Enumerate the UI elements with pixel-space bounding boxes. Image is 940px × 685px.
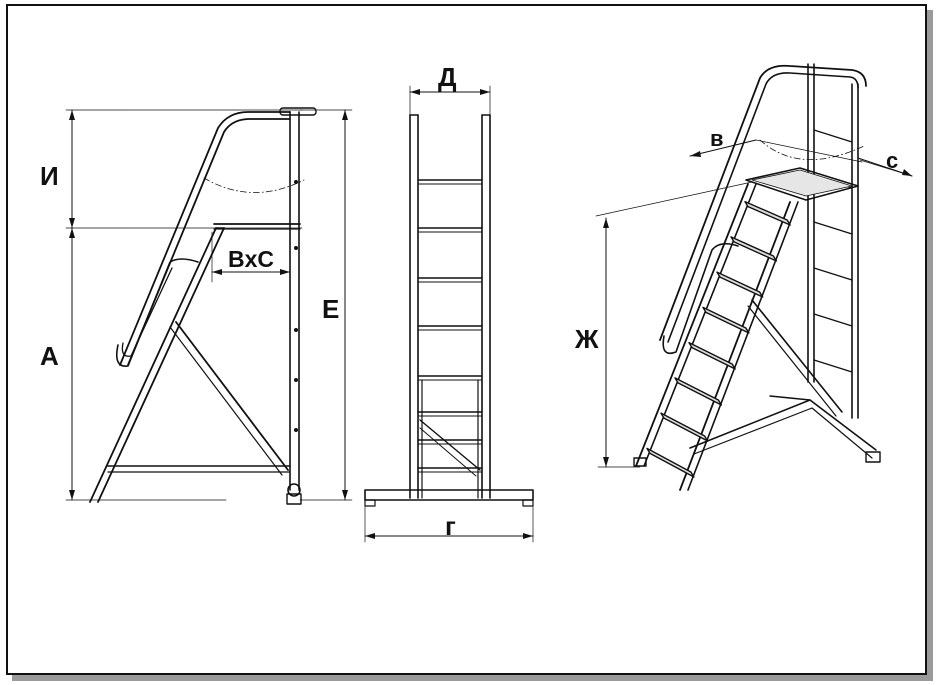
dimension-label-i: И bbox=[40, 161, 59, 191]
dimension-g bbox=[364, 504, 534, 543]
iso-steps bbox=[646, 200, 791, 478]
dimension-label-bxc: BxC bbox=[228, 246, 275, 272]
iso-step bbox=[744, 200, 791, 226]
front-view bbox=[364, 85, 534, 543]
dimension-label-g: г bbox=[445, 511, 456, 541]
drawing-frame bbox=[6, 4, 927, 675]
iso-step bbox=[716, 271, 764, 298]
iso-step bbox=[730, 236, 778, 262]
dimension-label-d: Д bbox=[438, 62, 457, 92]
dimension-v-s bbox=[689, 139, 913, 177]
dimension-label-zh: Ж bbox=[575, 324, 599, 354]
isometric-view bbox=[595, 63, 913, 491]
front-rungs bbox=[417, 179, 483, 473]
rear-post bbox=[289, 111, 300, 491]
iso-step bbox=[702, 306, 750, 334]
frame-shadow-right bbox=[927, 10, 933, 677]
dimension-e bbox=[299, 109, 353, 501]
dimension-d bbox=[409, 85, 491, 119]
iso-step bbox=[688, 341, 736, 370]
iso-step bbox=[674, 377, 723, 406]
iso-step bbox=[660, 412, 709, 442]
dimension-label-a: A bbox=[40, 341, 59, 371]
frame-shadow-bottom bbox=[12, 675, 933, 681]
dimension-bxc bbox=[211, 231, 291, 283]
side-view bbox=[65, 107, 353, 505]
dimension-left bbox=[65, 109, 303, 501]
dimension-label-e: E bbox=[322, 294, 340, 324]
dimension-label-s: с bbox=[886, 148, 899, 173]
iso-step bbox=[646, 447, 695, 478]
dimension-label-v: в bbox=[710, 126, 724, 151]
